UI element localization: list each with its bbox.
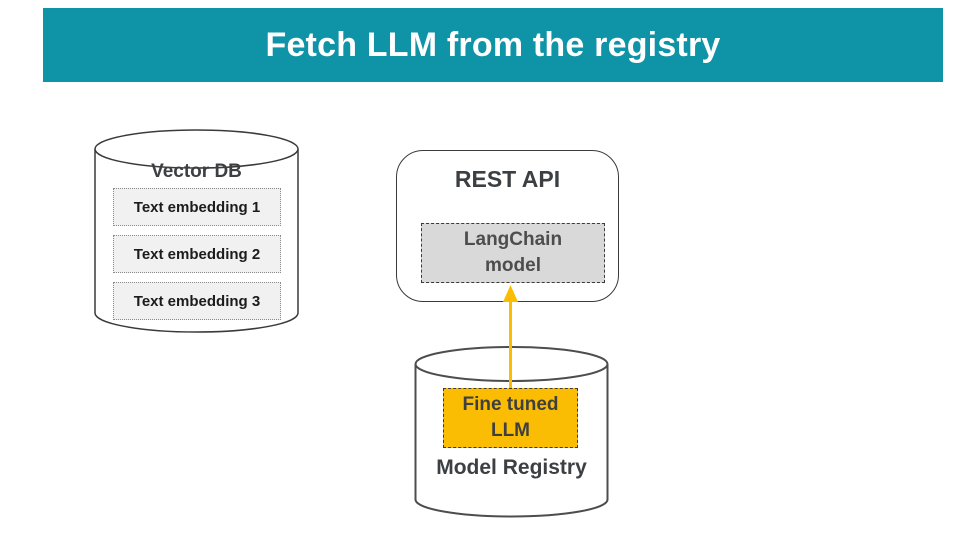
slide-title: Fetch LLM from the registry [265, 25, 721, 64]
model-registry-label: Model Registry [436, 456, 587, 479]
fine-tuned-llm-box: Fine tuned LLM [443, 388, 578, 448]
rest-api-group: REST API LangChain model [396, 150, 619, 302]
vector-db-label: Vector DB [151, 161, 242, 182]
text-embedding-item: Text embedding 1 [113, 188, 281, 226]
rest-api-label: REST API [454, 166, 561, 192]
vector-db-group: Vector DB Text embedding 1 Text embeddin… [94, 129, 299, 333]
text-embedding-item: Text embedding 3 [113, 282, 281, 320]
langchain-model-box: LangChain model [421, 223, 605, 283]
registry-to-api-arrow [503, 285, 518, 388]
text-embedding-item: Text embedding 2 [113, 235, 281, 273]
title-banner: Fetch LLM from the registry [43, 8, 943, 82]
